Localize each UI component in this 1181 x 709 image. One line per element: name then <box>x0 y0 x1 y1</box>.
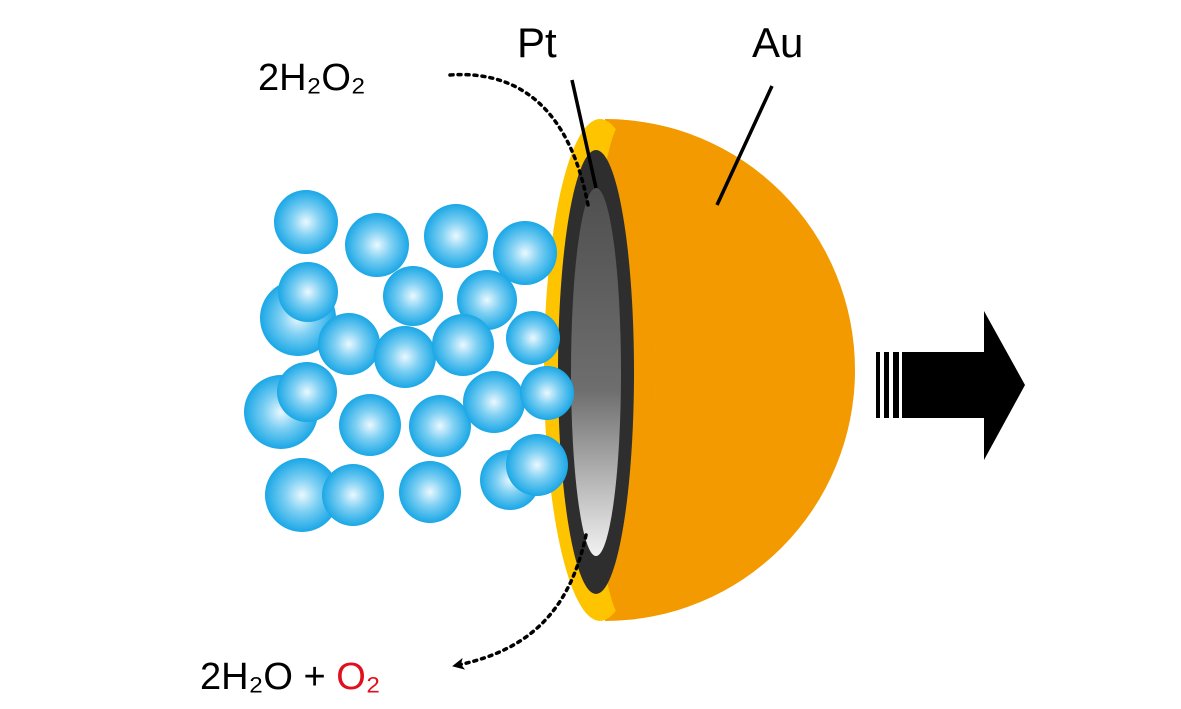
au-body <box>605 119 855 621</box>
oxygen-bubble <box>432 314 494 376</box>
oxygen-bubble-cluster <box>244 190 574 532</box>
pt-leader-line <box>570 79 598 189</box>
oxygen-bubble <box>409 395 471 457</box>
product-water: 2H₂O <box>200 656 293 698</box>
oxygen-bubble <box>374 326 436 388</box>
reactant-label: 2H₂O₂ <box>258 57 366 99</box>
pt-label: Pt <box>517 19 557 66</box>
product-dotted-path <box>452 533 588 670</box>
oxygen-bubble <box>277 362 337 422</box>
oxygen-bubble <box>457 270 517 330</box>
pt-layer <box>558 150 634 594</box>
oxygen-bubble <box>493 221 557 285</box>
oxygen-bubble <box>383 266 443 326</box>
product-label: 2H₂O + O₂ <box>200 656 381 698</box>
oxygen-bubble <box>399 461 461 523</box>
oxygen-bubble <box>265 458 339 532</box>
au-label: Au <box>752 19 803 66</box>
pt-inner <box>571 188 621 556</box>
reactant-dotted-path <box>448 72 590 207</box>
au-leader-line <box>715 85 774 206</box>
product-plus: + <box>293 656 336 698</box>
oxygen-bubble <box>463 371 525 433</box>
oxygen-bubble <box>339 394 401 456</box>
arrow-body <box>902 311 1025 460</box>
oxygen-bubble <box>520 366 574 420</box>
oxygen-bubble <box>424 204 488 268</box>
oxygen-bubble <box>345 213 409 277</box>
oxygen-bubble <box>278 262 338 322</box>
oxygen-bubble <box>506 434 568 496</box>
arrow-stripe <box>884 352 889 418</box>
oxygen-bubble <box>506 311 560 365</box>
oxygen-bubble <box>318 313 380 375</box>
oxygen-bubble <box>322 464 384 526</box>
arrow-stripe <box>893 352 899 418</box>
arrow-stripe <box>876 352 880 418</box>
right-arrow-icon <box>876 311 1025 460</box>
product-oxygen: O₂ <box>336 656 380 698</box>
oxygen-bubble <box>274 190 338 254</box>
